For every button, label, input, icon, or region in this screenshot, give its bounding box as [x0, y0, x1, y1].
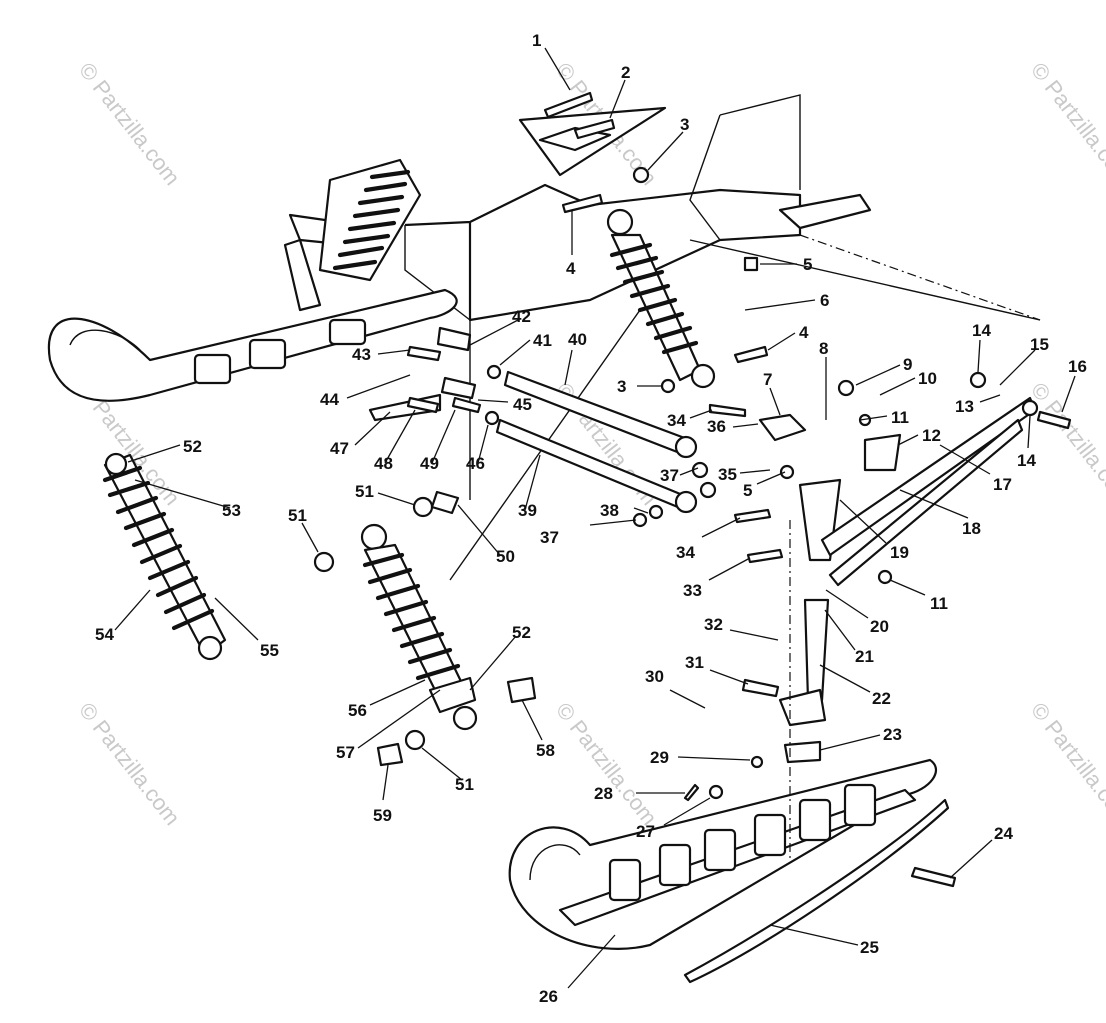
- callout-3: 3: [680, 115, 689, 134]
- callout-49: 49: [420, 454, 439, 473]
- callout-22: 22: [872, 689, 891, 708]
- callout-53: 53: [222, 501, 241, 520]
- callout-12: 12: [922, 426, 941, 445]
- callout-11: 11: [930, 594, 948, 613]
- callout-56: 56: [348, 701, 367, 720]
- callout-54: 54: [95, 625, 114, 644]
- callout-3: 3: [617, 377, 626, 396]
- callout-48: 48: [374, 454, 393, 473]
- callout-7: 7: [763, 370, 772, 389]
- callout-14: 14: [972, 321, 991, 340]
- callout-46: 46: [466, 454, 485, 473]
- watermark-text: © Partzilla.com: [1026, 58, 1106, 190]
- callout-32: 32: [704, 615, 723, 634]
- callout-55: 55: [260, 641, 279, 660]
- callout-57: 57: [336, 743, 355, 762]
- callout-26: 26: [539, 987, 558, 1006]
- leader-lines: [114, 47, 1076, 989]
- callout-19: 19: [890, 543, 909, 562]
- callout-35: 35: [718, 465, 737, 484]
- center-loose-shock: [360, 523, 478, 731]
- callout-25: 25: [860, 938, 879, 957]
- callout-2: 2: [621, 63, 630, 82]
- callout-11: 11: [891, 408, 909, 427]
- callout-51: 51: [455, 775, 474, 794]
- callout-13: 13: [955, 397, 974, 416]
- callout-30: 30: [645, 667, 664, 686]
- callout-39: 39: [518, 501, 537, 520]
- callout-34: 34: [667, 411, 686, 430]
- right-installed-shock: [606, 208, 716, 389]
- callout-29: 29: [650, 748, 669, 767]
- callout-31: 31: [685, 653, 704, 672]
- callout-16: 16: [1068, 357, 1087, 376]
- callout-38: 38: [600, 501, 619, 520]
- callout-21: 21: [855, 647, 874, 666]
- chassis-frame: [404, 94, 1041, 581]
- left-loose-shock: [102, 452, 227, 661]
- callout-10: 10: [918, 369, 937, 388]
- callout-8: 8: [819, 339, 828, 358]
- callout-labels: 1 2 3 4 5 6 4 8 9 10 14 15 16 13 3 7 11 …: [95, 31, 1087, 1006]
- steering-linkage: [758, 396, 1037, 860]
- callout-24: 24: [994, 824, 1013, 843]
- callout-9: 9: [903, 355, 912, 374]
- callout-36: 36: [707, 417, 726, 436]
- callout-5: 5: [743, 481, 752, 500]
- callout-20: 20: [870, 617, 889, 636]
- callout-42: 42: [512, 307, 531, 326]
- callout-52: 52: [183, 437, 202, 456]
- callout-37: 37: [540, 528, 559, 547]
- left-ski-assembly: [47, 158, 458, 402]
- callout-50: 50: [496, 547, 515, 566]
- callout-28: 28: [594, 784, 613, 803]
- callout-15: 15: [1030, 335, 1049, 354]
- watermark: © Partzilla.com © Partzilla.com © Partzi…: [74, 58, 1106, 830]
- callout-5: 5: [803, 255, 812, 274]
- watermark-text: © Partzilla.com: [1026, 378, 1106, 510]
- callout-14: 14: [1017, 451, 1036, 470]
- callout-23: 23: [883, 725, 902, 744]
- callout-4: 4: [566, 259, 576, 278]
- callout-1: 1: [532, 31, 541, 50]
- watermark-text: © Partzilla.com: [1026, 698, 1106, 830]
- callout-40: 40: [568, 330, 587, 349]
- hardware: [313, 91, 1072, 888]
- callout-45: 45: [513, 395, 532, 414]
- callout-47: 47: [330, 439, 349, 458]
- watermark-text: © Partzilla.com: [551, 698, 662, 830]
- callout-33: 33: [683, 581, 702, 600]
- callout-34: 34: [676, 543, 695, 562]
- callout-52: 52: [512, 623, 531, 642]
- callout-6: 6: [820, 291, 829, 310]
- right-ski-assembly: [508, 758, 950, 984]
- callout-41: 41: [533, 331, 552, 350]
- watermark-text: © Partzilla.com: [74, 698, 185, 830]
- callout-37: 37: [660, 466, 679, 485]
- callout-51: 51: [355, 482, 374, 501]
- callout-51: 51: [288, 506, 307, 525]
- control-arms: [368, 326, 698, 514]
- callout-59: 59: [373, 806, 392, 825]
- callout-17: 17: [993, 475, 1012, 494]
- callout-27: 27: [636, 822, 655, 841]
- callout-4: 4: [799, 323, 809, 342]
- watermark-text: © Partzilla.com: [74, 58, 185, 190]
- callout-18: 18: [962, 519, 981, 538]
- callout-44: 44: [320, 390, 339, 409]
- callout-58: 58: [536, 741, 555, 760]
- callout-43: 43: [352, 345, 371, 364]
